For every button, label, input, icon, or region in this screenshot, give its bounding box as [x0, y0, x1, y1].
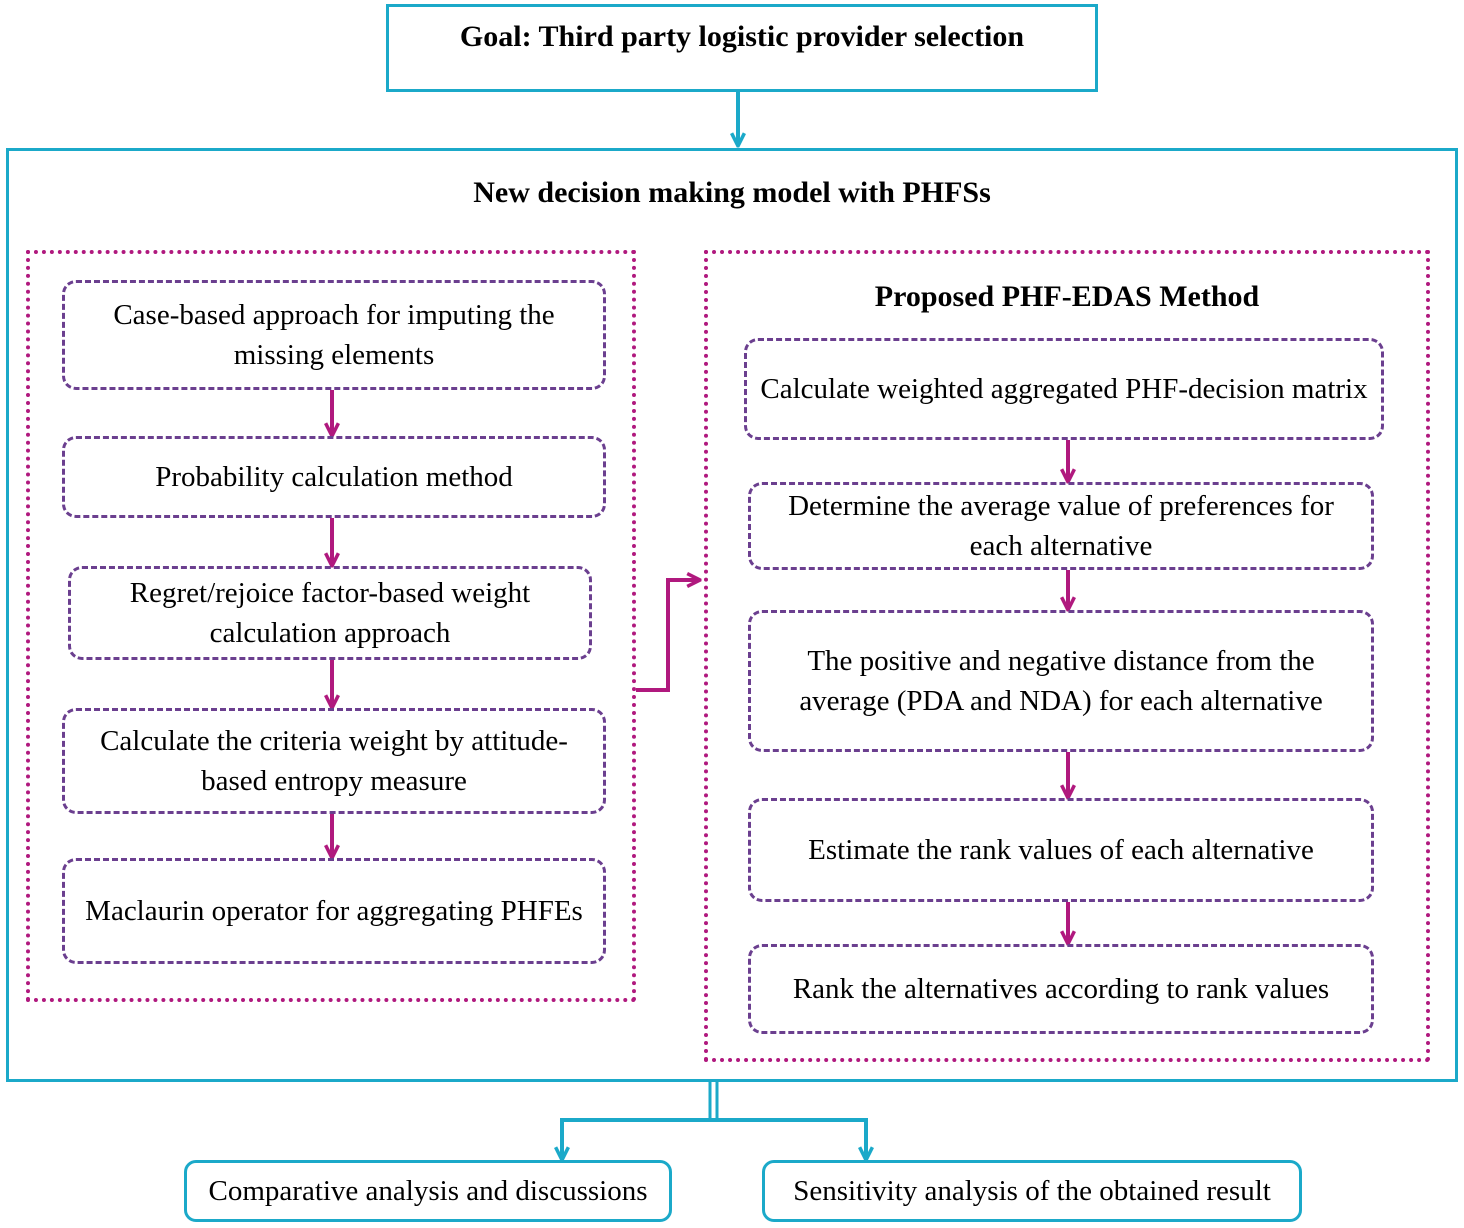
step-case-based-imputation: Case-based approach for imputing the mis… [62, 280, 606, 390]
step-weighted-aggregated-matrix: Calculate weighted aggregated PHF-decisi… [744, 338, 1384, 440]
goal-box: Goal: Third party logistic provider sele… [386, 4, 1098, 92]
output-comparative-analysis: Comparative analysis and discussions [184, 1160, 672, 1222]
step-regret-rejoice-weight: Regret/rejoice factor-based weight calcu… [68, 566, 592, 660]
step-maclaurin-operator: Maclaurin operator for aggregating PHFEs [62, 858, 606, 964]
edas-method-group [704, 250, 1430, 1062]
model-title: New decision making model with PHFSs [473, 176, 991, 209]
edas-title: Proposed PHF-EDAS Method [874, 280, 1260, 313]
step-rank-values: Estimate the rank values of each alterna… [748, 798, 1374, 902]
step-criteria-weight-entropy: Calculate the criteria weight by attitud… [62, 708, 606, 814]
output-sensitivity-analysis: Sensitivity analysis of the obtained res… [762, 1160, 1302, 1222]
left-method-group [26, 250, 636, 1002]
step-rank-alternatives: Rank the alternatives according to rank … [748, 944, 1374, 1034]
step-probability-calculation: Probability calculation method [62, 436, 606, 518]
step-pda-nda: The positive and negative distance from … [748, 610, 1374, 752]
step-average-value: Determine the average value of preferenc… [748, 482, 1374, 570]
model-container [6, 148, 1458, 1082]
